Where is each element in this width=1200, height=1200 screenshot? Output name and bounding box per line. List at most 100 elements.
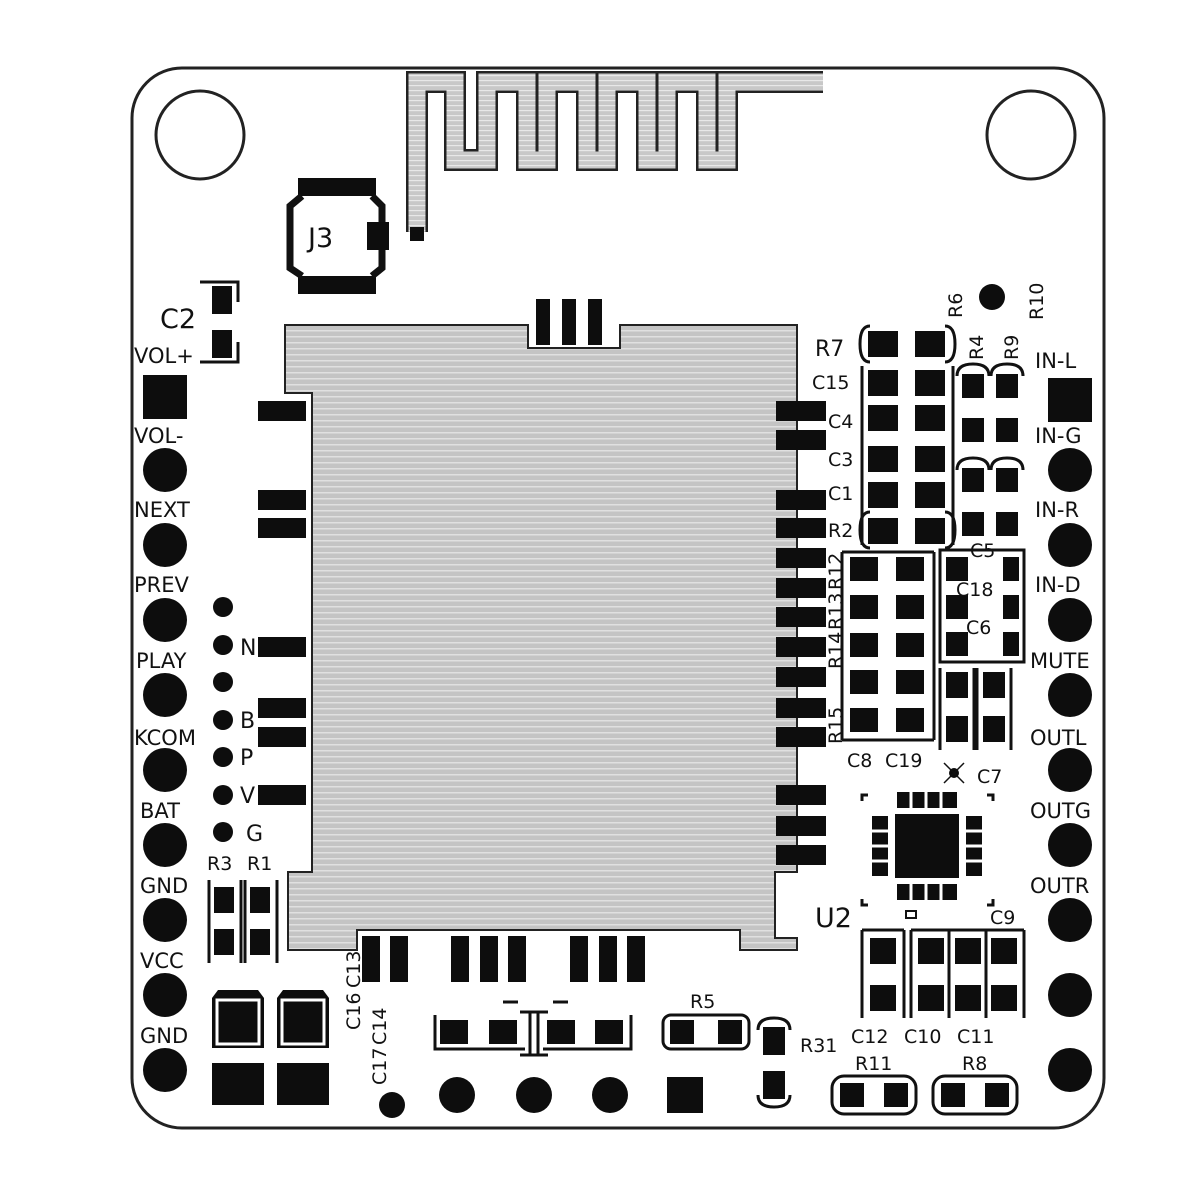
passive-column-upper: R7 C15 C4 C3 C1 R2 xyxy=(812,324,957,550)
pin-pad xyxy=(143,673,187,717)
pin-pad-in-l xyxy=(1048,378,1092,422)
j3-connector: J3 xyxy=(286,178,389,294)
r7-label: R7 xyxy=(815,337,844,362)
module-label-g: G xyxy=(246,822,263,847)
r6-label: R6 xyxy=(945,293,967,318)
module-label-n: N xyxy=(240,636,256,661)
c1-label: C1 xyxy=(828,483,853,505)
right-header: IN-L IN-G IN-R IN-D MUTE OUTL OUTG OUTR xyxy=(1030,349,1092,1092)
c9-c12-capacitors: C12 C10 C11 C9 xyxy=(851,907,1026,1048)
electrolytic-caps: C16 C13 C17 C14 xyxy=(212,951,391,1105)
pin-label-outr: OUTR xyxy=(1030,874,1089,898)
pin-label-gnd: GND xyxy=(140,874,188,898)
c14-label: C14 xyxy=(369,1008,391,1045)
r8-label: R8 xyxy=(962,1053,987,1075)
c3-label: C3 xyxy=(828,449,853,471)
pin-pad-vol-plus xyxy=(143,375,187,419)
c10-label: C10 xyxy=(904,1026,941,1048)
bottom-test-points xyxy=(379,1077,703,1118)
pin-pad xyxy=(1048,448,1092,492)
pin-label-kcom: KCOM xyxy=(134,726,196,750)
r1-r3-resistors: R3 R1 xyxy=(207,853,279,963)
c15-label: C15 xyxy=(812,372,849,394)
c2-label: C2 xyxy=(160,304,196,335)
pin-label-vol-minus: VOL- xyxy=(134,424,183,448)
j3-label: J3 xyxy=(306,223,333,254)
pin-label-in-d: IN-D xyxy=(1035,573,1081,597)
r13-label: R13 xyxy=(825,593,847,630)
bottom-oscillator xyxy=(433,1000,633,1057)
r1-label: R1 xyxy=(247,853,272,875)
u2-ic: U2 xyxy=(815,792,995,934)
c8-label: C8 xyxy=(847,750,872,772)
pin-pad xyxy=(1048,973,1092,1017)
pin-pad xyxy=(143,973,187,1017)
c4-label: C4 xyxy=(828,411,853,433)
c9-label: C9 xyxy=(990,907,1015,929)
pin-label-mute: MUTE xyxy=(1030,649,1090,673)
antenna-feed-pad xyxy=(410,227,424,241)
c2-capacitor: C2 xyxy=(160,280,240,364)
pin-label-next: NEXT xyxy=(134,498,190,522)
pin-label-vol-plus: VOL+ xyxy=(134,344,194,368)
c5-c6-c18-capacitors: C5 C18 C6 C7 xyxy=(938,540,1026,788)
r6-r10-area: R6 R10 xyxy=(945,283,1048,320)
pin-label-prev: PREV xyxy=(134,573,190,597)
r9-label: R9 xyxy=(1001,335,1023,360)
pin-pad xyxy=(143,523,187,567)
pin-label-bat: BAT xyxy=(140,799,180,823)
pin-pad xyxy=(1048,598,1092,642)
r5-label: R5 xyxy=(690,991,715,1013)
module-side-dots: N B P V G xyxy=(213,597,263,847)
c16-label: C16 xyxy=(343,993,365,1030)
r2-label: R2 xyxy=(828,520,853,542)
c18-label: C18 xyxy=(956,579,993,601)
r11-label: R11 xyxy=(855,1053,892,1075)
r4-r9-resistors: R4 R9 xyxy=(955,335,1025,536)
pin-pad xyxy=(143,823,187,867)
c6-label: C6 xyxy=(966,617,991,639)
c12-label: C12 xyxy=(851,1026,888,1048)
pin-pad xyxy=(143,1048,187,1092)
r31-resistor: R31 xyxy=(756,1016,837,1109)
r10-label: R10 xyxy=(1026,283,1048,320)
module-label-v: V xyxy=(240,784,255,809)
module-label-b: B xyxy=(240,709,255,734)
pin-pad xyxy=(1048,1048,1092,1092)
main-module xyxy=(258,299,826,982)
pin-pad xyxy=(1048,523,1092,567)
r5-resistor: R5 xyxy=(661,991,751,1051)
r15-label: R15 xyxy=(825,707,847,744)
r14-label: R14 xyxy=(825,632,847,669)
r8-resistor: R8 xyxy=(931,1053,1019,1116)
pin-label-in-r: IN-R xyxy=(1035,498,1079,522)
pin-label-play: PLAY xyxy=(136,649,187,673)
c11-label: C11 xyxy=(957,1026,994,1048)
pin-pad xyxy=(143,898,187,942)
r12-label: R12 xyxy=(825,553,847,590)
r12-r15-resistors: R12 R13 R14 R15 C8 C19 xyxy=(825,550,936,772)
mounting-hole-right xyxy=(985,89,1077,181)
pin-pad xyxy=(143,448,187,492)
pcb-antenna xyxy=(406,71,823,241)
pin-pad xyxy=(1048,748,1092,792)
r3-label: R3 xyxy=(207,853,232,875)
c13-label: C13 xyxy=(343,951,365,988)
r11-resistor: R11 xyxy=(830,1053,918,1116)
module-label-p: P xyxy=(240,746,253,771)
r31-label: R31 xyxy=(800,1035,837,1057)
c5-label: C5 xyxy=(970,540,995,562)
pin-pad xyxy=(1048,898,1092,942)
c17-label: C17 xyxy=(369,1048,391,1085)
pin-label-gnd-2: GND xyxy=(140,1024,188,1048)
pin-label-in-g: IN-G xyxy=(1035,424,1082,448)
pin-label-outl: OUTL xyxy=(1030,726,1087,750)
pin-pad xyxy=(1048,673,1092,717)
r4-label: R4 xyxy=(966,335,988,360)
pin-pad xyxy=(1048,823,1092,867)
pin-pad xyxy=(143,598,187,642)
pin-label-in-l: IN-L xyxy=(1035,349,1076,373)
c7-label: C7 xyxy=(977,766,1002,788)
u2-label: U2 xyxy=(815,903,852,934)
